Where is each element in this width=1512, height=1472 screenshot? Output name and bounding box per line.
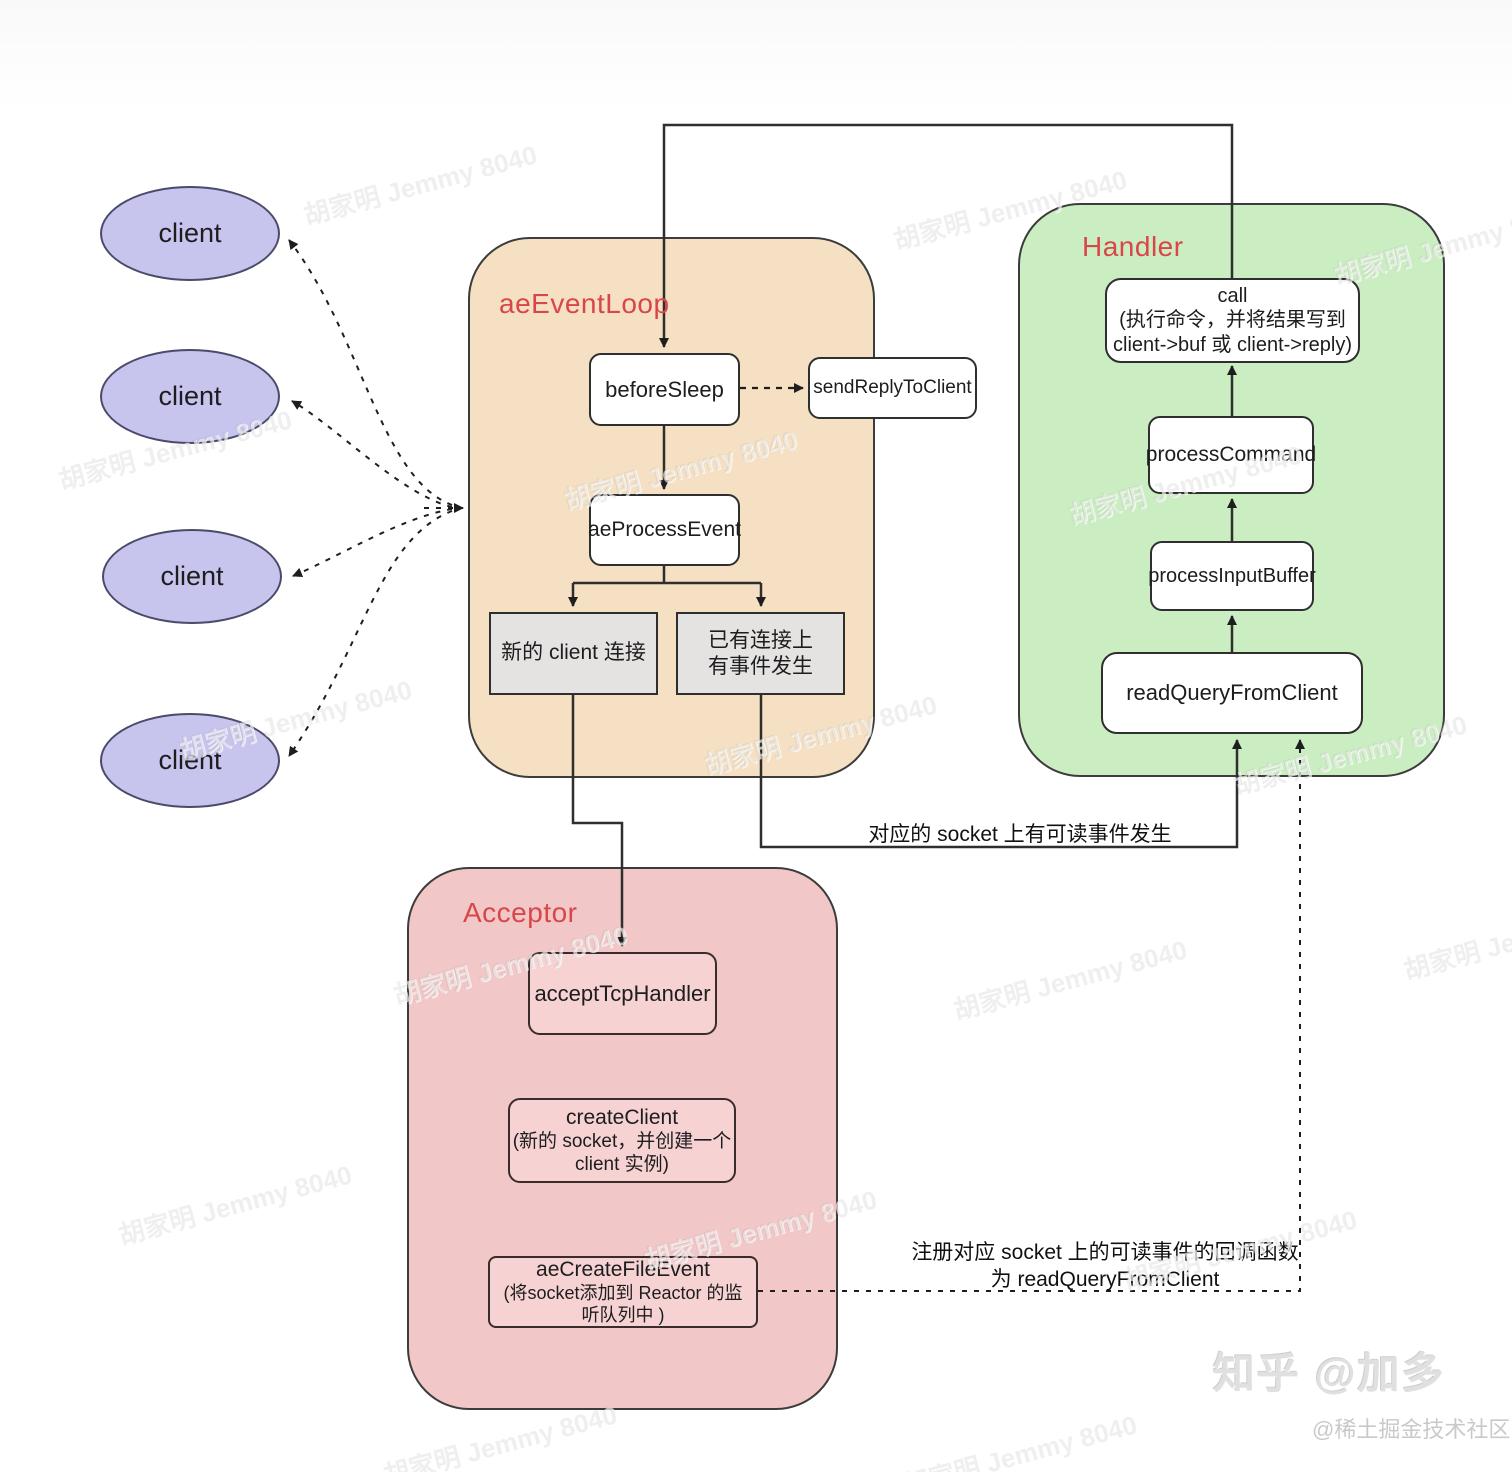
node-label: aeProcessEvent: [588, 517, 741, 541]
node-new-client-connection: 新的 client 连接: [489, 612, 658, 695]
wire-register-callback: [758, 739, 1305, 1292]
ae-event-loop-title: aeEventLoop: [499, 288, 670, 319]
wire-to-client-2: [291, 400, 453, 508]
node-label: beforeSleep: [605, 376, 724, 402]
wire-to-client-4: [288, 510, 453, 757]
annotation-line1: 注册对应 socket 上的可读事件的回调函数: [911, 1241, 1299, 1264]
node-label-line1: aeCreateFileEvent: [536, 1258, 710, 1282]
client-ellipse-1: client: [100, 186, 280, 281]
node-label-line2: (新的 socket，并创建一个: [512, 1131, 732, 1153]
node-send-reply-to-client: sendReplyToClient: [808, 357, 977, 419]
client-label: client: [160, 561, 224, 591]
node-create-client: createClient (新的 socket，并创建一个 client 实例): [508, 1098, 736, 1183]
node-label: acceptTcpHandler: [534, 980, 711, 1006]
annotation-line2: 为 readQueryFromClient: [990, 1267, 1220, 1291]
client-ellipse-4: client: [100, 713, 280, 808]
node-label: 新的 client 连接: [501, 641, 646, 665]
wire-branch: [573, 566, 761, 585]
node-label-line3: 听队列中 ): [581, 1304, 665, 1325]
wire-call-to-beforesleep: [659, 123, 1234, 348]
node-label-line2: 有事件发生: [708, 654, 813, 678]
annotation-register-callback: 注册对应 socket 上的可读事件的回调函数 为 readQueryFromC…: [880, 1240, 1330, 1294]
wire-to-client-1: [288, 239, 453, 506]
node-label: readQueryFromClient: [1126, 680, 1338, 706]
annotation-readable-event: 对应的 socket 上有可读事件发生: [868, 823, 1172, 846]
node-label-line3: client 实例): [575, 1154, 669, 1176]
node-before-sleep: beforeSleep: [589, 353, 740, 426]
node-ae-create-file-event: aeCreateFileEvent (将socket添加到 Reactor 的监…: [488, 1256, 758, 1328]
node-label-line1: createClient: [565, 1105, 679, 1129]
node-label-line1: 已有连接上: [708, 628, 813, 652]
client-ellipse-2: client: [100, 349, 280, 444]
node-label: processCommand: [1145, 442, 1317, 466]
node-label-line2: (将socket添加到 Reactor 的监: [503, 1282, 743, 1303]
client-label: client: [158, 745, 222, 775]
node-label: processInputBuffer: [1148, 564, 1316, 587]
client-label: client: [158, 381, 222, 411]
wire-newclient-to-accepttcphandler: [571, 695, 627, 947]
watermark-zhihu: 知乎 @加多: [1213, 1350, 1446, 1397]
wire-to-client-3: [292, 508, 453, 578]
node-label-line2: (执行命令，并将结果写到: [1119, 309, 1346, 332]
acceptor-title: Acceptor: [463, 897, 578, 928]
node-accept-tcp-handler: acceptTcpHandler: [528, 952, 717, 1035]
node-label-line1: call: [1217, 284, 1248, 307]
node-call: call (执行命令，并将结果写到 client->buf 或 client->…: [1105, 278, 1360, 363]
wire-event-to-readquery: [759, 695, 1242, 849]
node-label: sendReplyToClient: [813, 377, 972, 399]
handler-title: Handler: [1082, 231, 1184, 262]
node-label-line3: client->buf 或 client->reply): [1113, 333, 1352, 356]
node-ae-process-event: aeProcessEvent: [588, 494, 741, 566]
node-process-command: processCommand: [1145, 416, 1317, 494]
node-process-input-buffer: processInputBuffer: [1148, 541, 1316, 611]
node-read-query-from-client: readQueryFromClient: [1101, 652, 1363, 734]
client-ellipse-3: client: [102, 529, 282, 624]
client-label: client: [158, 218, 222, 248]
watermark-juejin: @稀土掘金技术社区: [1312, 1417, 1511, 1442]
node-existing-connection-event: 已有连接上 有事件发生: [676, 612, 845, 695]
